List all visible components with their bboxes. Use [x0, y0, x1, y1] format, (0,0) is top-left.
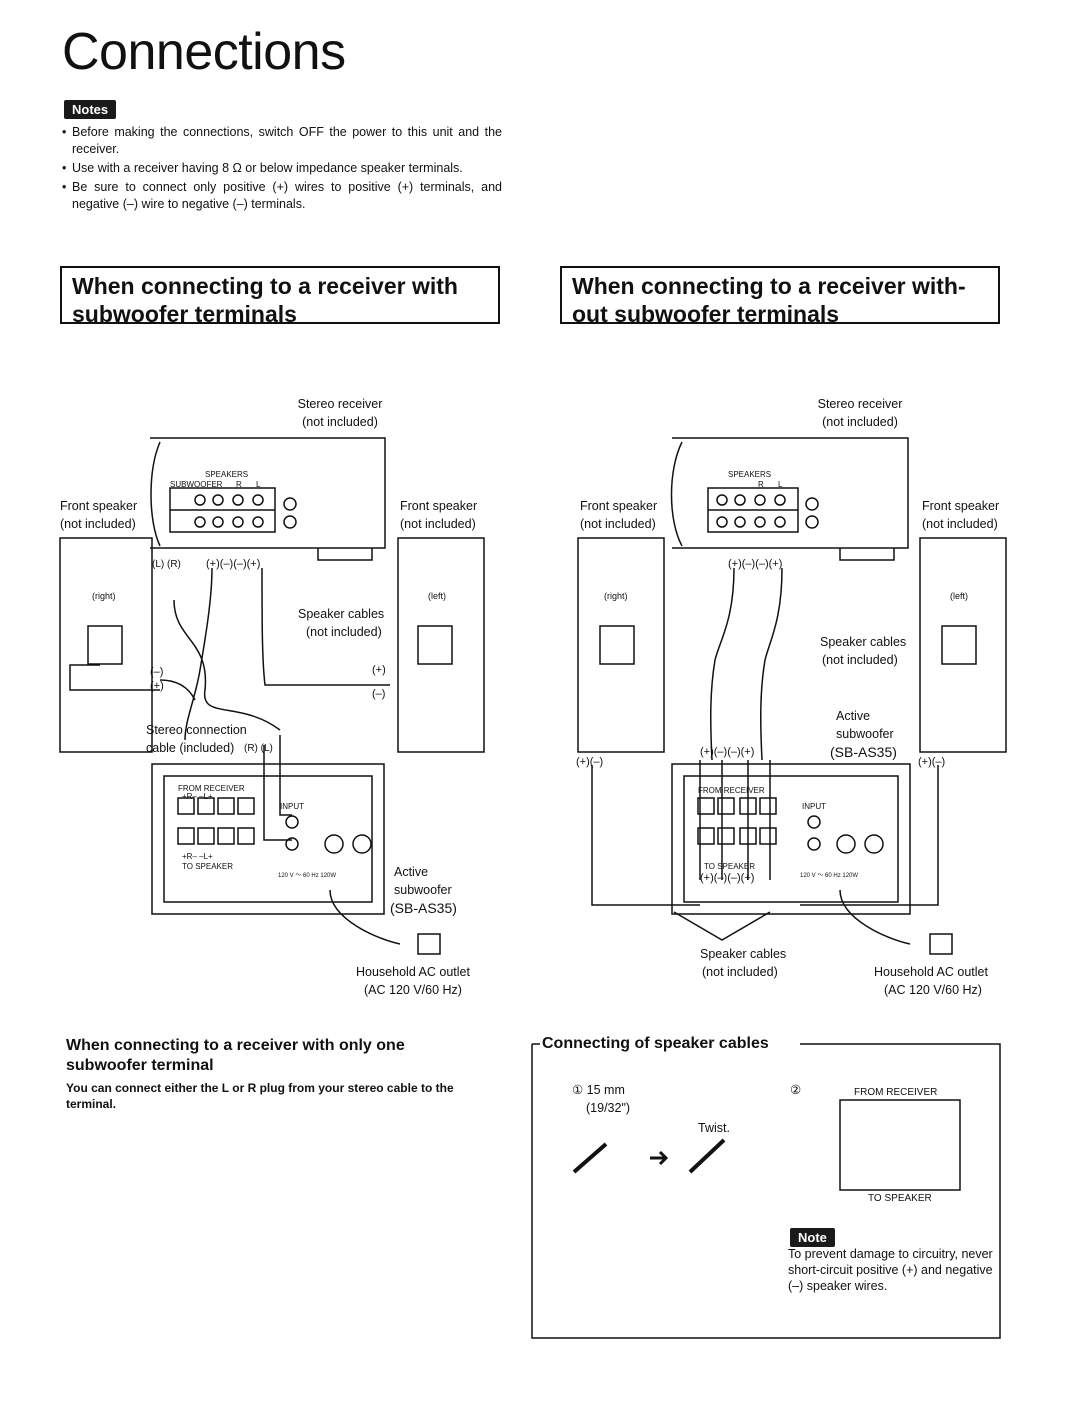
left-plus-mark-2: (+): [372, 664, 386, 676]
right-pair-right: (+)(–): [918, 756, 946, 768]
left-minus-mark-2: (–): [372, 688, 386, 700]
left-section-heading: When connecting to a receiver with subwo…: [60, 266, 500, 327]
note-item: Be sure to connect only positive (+) wir…: [62, 179, 502, 213]
right-front-speaker-left: [919, 537, 1007, 753]
notes-badge: Notes: [64, 100, 117, 119]
right-model-label: (SB-AS35): [830, 744, 897, 760]
left-front-not-included-2: (not included): [400, 517, 476, 531]
left-not-included-label: (not included): [302, 415, 378, 429]
left-plus-mark: (+): [150, 680, 164, 692]
left-speakers-label: SPEAKERS: [205, 470, 249, 479]
left-front-speaker-right: [59, 537, 153, 753]
left-receiver-body: [150, 437, 386, 549]
left-front-not-included: (not included): [60, 517, 136, 531]
left-left-label: (left): [428, 591, 446, 601]
right-speaker-cables-not-included: (not included): [822, 653, 898, 667]
cable-twist: Twist.: [698, 1121, 730, 1135]
right-section-heading: When connecting to a receiver with- out …: [560, 266, 1000, 327]
right-polarity-row-3: (+)(–)(–)(+): [700, 872, 755, 884]
page-title: Connections: [62, 23, 346, 81]
right-r-label: R: [758, 480, 764, 489]
right-rating: 120 V ～ 60 Hz 120W: [800, 873, 859, 879]
right-polarity-row-2: (+)(–)(–)(+): [700, 746, 755, 758]
one-terminal-heading: When connecting to a receiver with only …: [66, 1037, 405, 1074]
left-stereo-connection-label: Stereo connection: [146, 723, 247, 737]
right-from-receiver: FROM RECEIVER: [698, 786, 765, 795]
left-front-speaker-left: [397, 537, 485, 753]
left-stereo-receiver-label: Stereo receiver: [297, 397, 383, 411]
right-pair-left: (+)(–): [576, 756, 604, 768]
right-speakers-label: SPEAKERS: [728, 470, 772, 479]
left-rl-terminals: +R– –L+: [182, 792, 213, 801]
cable-step1: ① 15 mm: [572, 1083, 625, 1097]
left-front-speaker-label: Front speaker: [60, 499, 138, 513]
cable-step2: ②: [790, 1083, 802, 1097]
left-from-receiver: FROM RECEIVER: [178, 784, 245, 793]
left-rating: 120 V ～ 60 Hz 120W: [278, 873, 337, 879]
right-stereo-receiver-label: Stereo receiver: [817, 397, 903, 411]
right-subwoofer-body: [671, 763, 911, 915]
right-not-included-label: (not included): [822, 415, 898, 429]
right-left-label: (left): [950, 591, 968, 601]
cable-box-heading: Connecting of speaker cables: [542, 1035, 769, 1052]
right-ac-plug: [929, 933, 953, 955]
note-item: Before making the connections, switch OF…: [62, 124, 502, 158]
right-to-speaker: TO SPEAKER: [704, 862, 755, 871]
right-speaker-cables-label: Speaker cables: [820, 635, 907, 649]
cable-step1-inch: (19/32"): [586, 1101, 631, 1115]
left-front-speaker-label-2: Front speaker: [400, 499, 478, 513]
note-item: Use with a receiver having 8 Ω or below …: [62, 160, 502, 177]
right-ac-spec: (AC 120 V/60 Hz): [884, 983, 982, 997]
notes-list: Before making the connections, switch OF…: [62, 124, 502, 215]
right-speaker-cables-bottom: Speaker cables: [700, 947, 787, 961]
one-terminal-body: You can connect either the L or R plug f…: [66, 1081, 454, 1111]
right-subwoofer-label: subwoofer: [836, 727, 894, 741]
right-polarity-row: (+)(–)(–)(+): [728, 558, 783, 570]
right-receiver-body: [672, 437, 909, 549]
right-right-label: (right): [604, 591, 628, 601]
left-lr-plugs: (L) (R): [152, 559, 181, 570]
left-to-speaker: TO SPEAKER: [182, 862, 233, 871]
right-input-label: INPUT: [802, 802, 826, 811]
right-active-label: Active: [836, 709, 871, 723]
left-household-outlet: Household AC outlet: [356, 965, 470, 979]
left-r-label: R: [236, 480, 242, 489]
left-minus-mark: (–): [150, 666, 164, 678]
left-speaker-cables-not-included: (not included): [306, 625, 382, 639]
right-front-speaker-label: Front speaker: [580, 499, 658, 513]
left-input-label: INPUT: [280, 802, 304, 811]
left-speaker-cables-label: Speaker cables: [298, 607, 385, 621]
left-subwoofer-lower-label: subwoofer: [394, 883, 452, 897]
right-l-label: L: [778, 480, 783, 489]
right-household-outlet: Household AC outlet: [874, 965, 988, 979]
left-polarity-row: (+)(–)(–)(+): [206, 558, 261, 570]
right-front-speaker-label-2: Front speaker: [922, 499, 1000, 513]
left-model-label: (SB-AS35): [390, 900, 457, 916]
left-subwoofer-body: [151, 763, 385, 915]
left-ac-spec: (AC 120 V/60 Hz): [364, 983, 462, 997]
cable-box-frame: [531, 1043, 1001, 1339]
left-subwoofer-label: SUBWOOFER: [170, 480, 223, 489]
right-front-not-included: (not included): [580, 517, 656, 531]
right-front-speaker-right: [577, 537, 665, 753]
right-front-not-included-2: (not included): [922, 517, 998, 531]
left-right-label: (right): [92, 591, 116, 601]
left-l-label: L: [256, 480, 261, 489]
left-cable-included-label: cable (included): [146, 741, 235, 755]
left-ac-plug: [417, 933, 441, 955]
cable-note-text: To prevent damage to circuitry, never sh…: [788, 1247, 993, 1293]
left-active-label: Active: [394, 865, 429, 879]
left-rl-terminals-lower: +R– –L+: [182, 852, 213, 861]
cable-note-badge: Note: [790, 1228, 835, 1247]
cable-to-speaker: TO SPEAKER: [868, 1193, 932, 1204]
right-speaker-cables-bottom-note: (not included): [702, 965, 778, 979]
left-rl-plugs: (R) (L): [244, 743, 273, 754]
cable-from-receiver: FROM RECEIVER: [854, 1087, 938, 1098]
